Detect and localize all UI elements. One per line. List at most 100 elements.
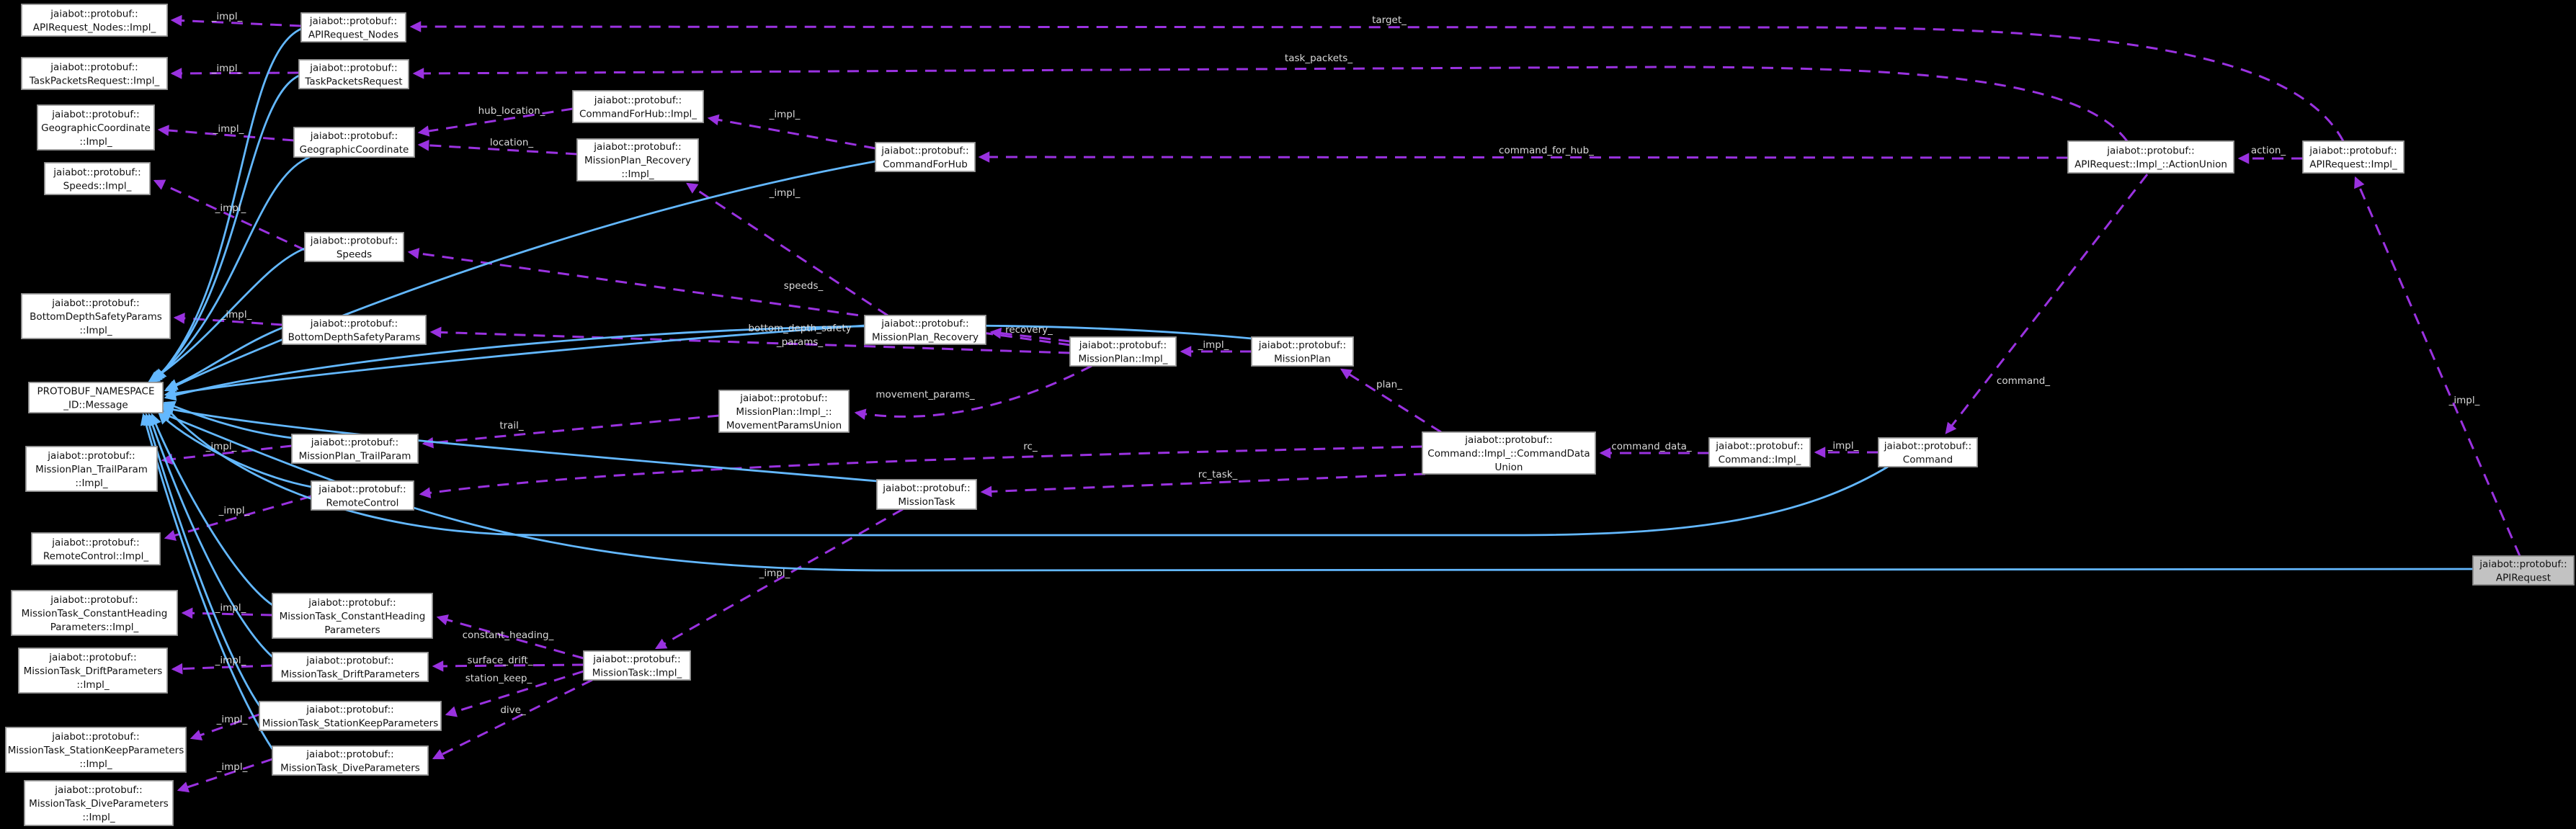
node-movementparamsunion[interactable]: jaiabot::protobuf::MissionPlan::Impl_::M… (718, 390, 850, 433)
node-apirequest-impl[interactable]: jaiabot::protobuf::APIRequest::Impl_ (2302, 140, 2405, 174)
usage-edge-_impl_ (707, 114, 876, 150)
node-missiontask-diveparameters[interactable]: jaiabot::protobuf::MissionTask_DiveParam… (272, 745, 429, 776)
node-missiontask-driftparameters[interactable]: jaiabot::protobuf::MissionTask_DriftPara… (272, 652, 429, 682)
inheritance-edge (150, 156, 311, 382)
node-missionplan-recovery[interactable]: jaiabot::protobuf::MissionPlan_Recovery (864, 315, 986, 345)
usage-edge-dive_ (432, 678, 593, 760)
edges-layer (140, 14, 2521, 793)
node-label: MissionPlan_TrailParam (35, 464, 148, 475)
node-rect (2302, 140, 2405, 174)
edge-label: _impl_ (759, 568, 790, 579)
inheritance-edge (164, 324, 865, 399)
node-rect (572, 90, 704, 123)
node-commanddataunion[interactable]: jaiabot::protobuf::Command::Impl_::Comma… (1422, 431, 1596, 475)
node-label: Command::Impl_ (1719, 454, 1801, 465)
node-missionplan-recovery-impl[interactable]: jaiabot::protobuf::MissionPlan_Recovery:… (576, 138, 699, 182)
usage-edge-task_packets_ (412, 66, 2129, 142)
node-label: MissionTask_DiveParameters (280, 762, 420, 774)
usage-edge-hub_location_ (417, 107, 574, 137)
node-label: APIRequest (2496, 572, 2551, 583)
node-missionplan[interactable]: jaiabot::protobuf::MissionPlan (1251, 336, 1354, 367)
node-label: jaiabot::protobuf:: (739, 393, 827, 404)
node-missionplan-trailparam-impl[interactable]: jaiabot::protobuf::MissionPlan_TrailPara… (25, 446, 158, 492)
usage-edge-target_ (409, 21, 2345, 142)
node-rect (300, 12, 406, 42)
inheritance-edge (163, 400, 293, 439)
node-rect (864, 315, 986, 345)
edge-label: _impl_ (2448, 395, 2480, 406)
node-label: jaiabot::protobuf:: (51, 731, 139, 743)
node-speeds[interactable]: jaiabot::protobuf::Speeds (304, 232, 404, 262)
edge-label: _impl_ (213, 123, 244, 135)
node-apirequest[interactable]: jaiabot::protobuf::APIRequest (2472, 555, 2575, 586)
node-taskpacketsrequest[interactable]: jaiabot::protobuf::TaskPacketsRequest (298, 59, 409, 89)
node-label: MissionTask_ConstantHeading (22, 608, 168, 619)
node-protobuf-message[interactable]: PROTOBUF_NAMESPACE_ID::Message (28, 382, 164, 413)
node-rect (31, 532, 161, 565)
node-missiontask-constantheadingparameters[interactable]: jaiabot::protobuf::MissionTask_ConstantH… (272, 593, 433, 639)
node-rect (5, 727, 187, 773)
usage-edge-location_ (417, 139, 578, 156)
usage-edge-plan_ (1340, 368, 1442, 434)
node-rect (11, 590, 178, 636)
usage-edge-_impl_ (164, 495, 312, 541)
node-rect (28, 382, 164, 413)
node-rect (18, 647, 168, 694)
node-label: MissionPlan::Impl_ (1078, 353, 1167, 364)
node-rect (583, 650, 691, 681)
node-label: jaiabot::protobuf:: (306, 704, 393, 715)
node-commandforhub-impl[interactable]: jaiabot::protobuf::CommandForHub::Impl_ (572, 90, 704, 123)
node-geographiccoordinate-impl[interactable]: jaiabot::protobuf::GeographicCoordinate:… (37, 104, 155, 151)
node-label: jaiabot::protobuf:: (1715, 440, 1803, 452)
node-taskpacketsrequest-impl[interactable]: jaiabot::protobuf::TaskPacketsRequest::I… (21, 57, 168, 90)
node-missiontask-constantheading-impl[interactable]: jaiabot::protobuf::MissionTask_ConstantH… (11, 590, 178, 636)
node-missiontask-stationkeepparameters-impl[interactable]: jaiabot::protobuf::MissionTask_StationKe… (5, 727, 187, 773)
node-label: jaiabot::protobuf:: (47, 450, 135, 462)
node-actionunion[interactable]: jaiabot::protobuf::APIRequest::Impl_::Ac… (2067, 140, 2234, 174)
usage-edge-recovery_ (989, 327, 1071, 343)
node-label: TaskPacketsRequest::Impl_ (29, 75, 160, 86)
node-remotecontrol[interactable]: jaiabot::protobuf::RemoteControl (311, 480, 414, 511)
edge-label: _params_ (776, 336, 824, 348)
edge-label: bottom_depth_safety (748, 323, 851, 334)
edge-label: action_ (2251, 145, 2286, 156)
node-apirequest-nodes[interactable]: jaiabot::protobuf::APIRequest_Nodes (300, 12, 406, 42)
node-label: Command::Impl_::CommandData (1427, 448, 1590, 460)
node-command-impl[interactable]: jaiabot::protobuf::Command::Impl_ (1708, 437, 1811, 467)
node-missiontask-impl[interactable]: jaiabot::protobuf::MissionTask::Impl_ (583, 650, 691, 681)
node-label: jaiabot::protobuf:: (311, 436, 398, 448)
node-rect (21, 293, 171, 339)
node-speeds-impl[interactable]: jaiabot::protobuf::Speeds::Impl_ (44, 162, 151, 195)
edge-label: location_ (490, 137, 534, 148)
node-rect (1251, 336, 1354, 367)
node-label: jaiabot::protobuf:: (51, 109, 139, 120)
edge-label: speeds_ (784, 280, 824, 292)
node-missionplan-trailparam[interactable]: jaiabot::protobuf::MissionPlan_TrailPara… (291, 434, 419, 464)
edge-label: command_data_ (1611, 441, 1692, 452)
node-label: APIRequest::Impl_::ActionUnion (2074, 158, 2227, 170)
usage-edge-_impl_ (2354, 176, 2521, 557)
usage-edge-_impl_ (181, 607, 273, 619)
node-remotecontrol-impl[interactable]: jaiabot::protobuf::RemoteControl::Impl_ (31, 532, 161, 565)
node-missiontask[interactable]: jaiabot::protobuf::MissionTask (876, 479, 977, 510)
node-rect (282, 315, 427, 345)
node-missiontask-diveparameters-impl[interactable]: jaiabot::protobuf::MissionTask_DiveParam… (24, 780, 174, 826)
node-label: MissionTask::Impl_ (592, 667, 682, 678)
node-bottomdepthsafetyparams-impl[interactable]: jaiabot::protobuf::BottomDepthSafetyPara… (21, 293, 171, 339)
node-geographiccoordinate[interactable]: jaiabot::protobuf::GeographicCoordinate (293, 127, 415, 158)
nodes-layer: jaiabot::protobuf::APIRequest_Nodes::Imp… (5, 4, 2575, 826)
node-label: MissionTask_StationKeepParameters (8, 745, 184, 756)
node-label: jaiabot::protobuf:: (50, 594, 138, 606)
node-commandforhub[interactable]: jaiabot::protobuf::CommandForHub (875, 142, 976, 172)
node-label: MissionPlan (1274, 353, 1331, 364)
node-label: BottomDepthSafetyParams (288, 331, 421, 343)
node-label: jaiabot::protobuf:: (309, 15, 397, 27)
node-bottomdepthsafetyparams[interactable]: jaiabot::protobuf::BottomDepthSafetyPara… (282, 315, 427, 345)
node-command[interactable]: jaiabot::protobuf::Command (1878, 437, 1978, 467)
node-missiontask-stationkeepparameters[interactable]: jaiabot::protobuf::MissionTask_StationKe… (259, 701, 442, 731)
node-missionplan-impl[interactable]: jaiabot::protobuf::MissionPlan::Impl_ (1069, 336, 1177, 367)
node-missiontask-driftparameters-impl[interactable]: jaiabot::protobuf::MissionTask_DriftPara… (18, 647, 168, 694)
node-apirequest-nodes-impl[interactable]: jaiabot::protobuf::APIRequest_Nodes::Imp… (21, 4, 168, 37)
node-rect (304, 232, 404, 262)
